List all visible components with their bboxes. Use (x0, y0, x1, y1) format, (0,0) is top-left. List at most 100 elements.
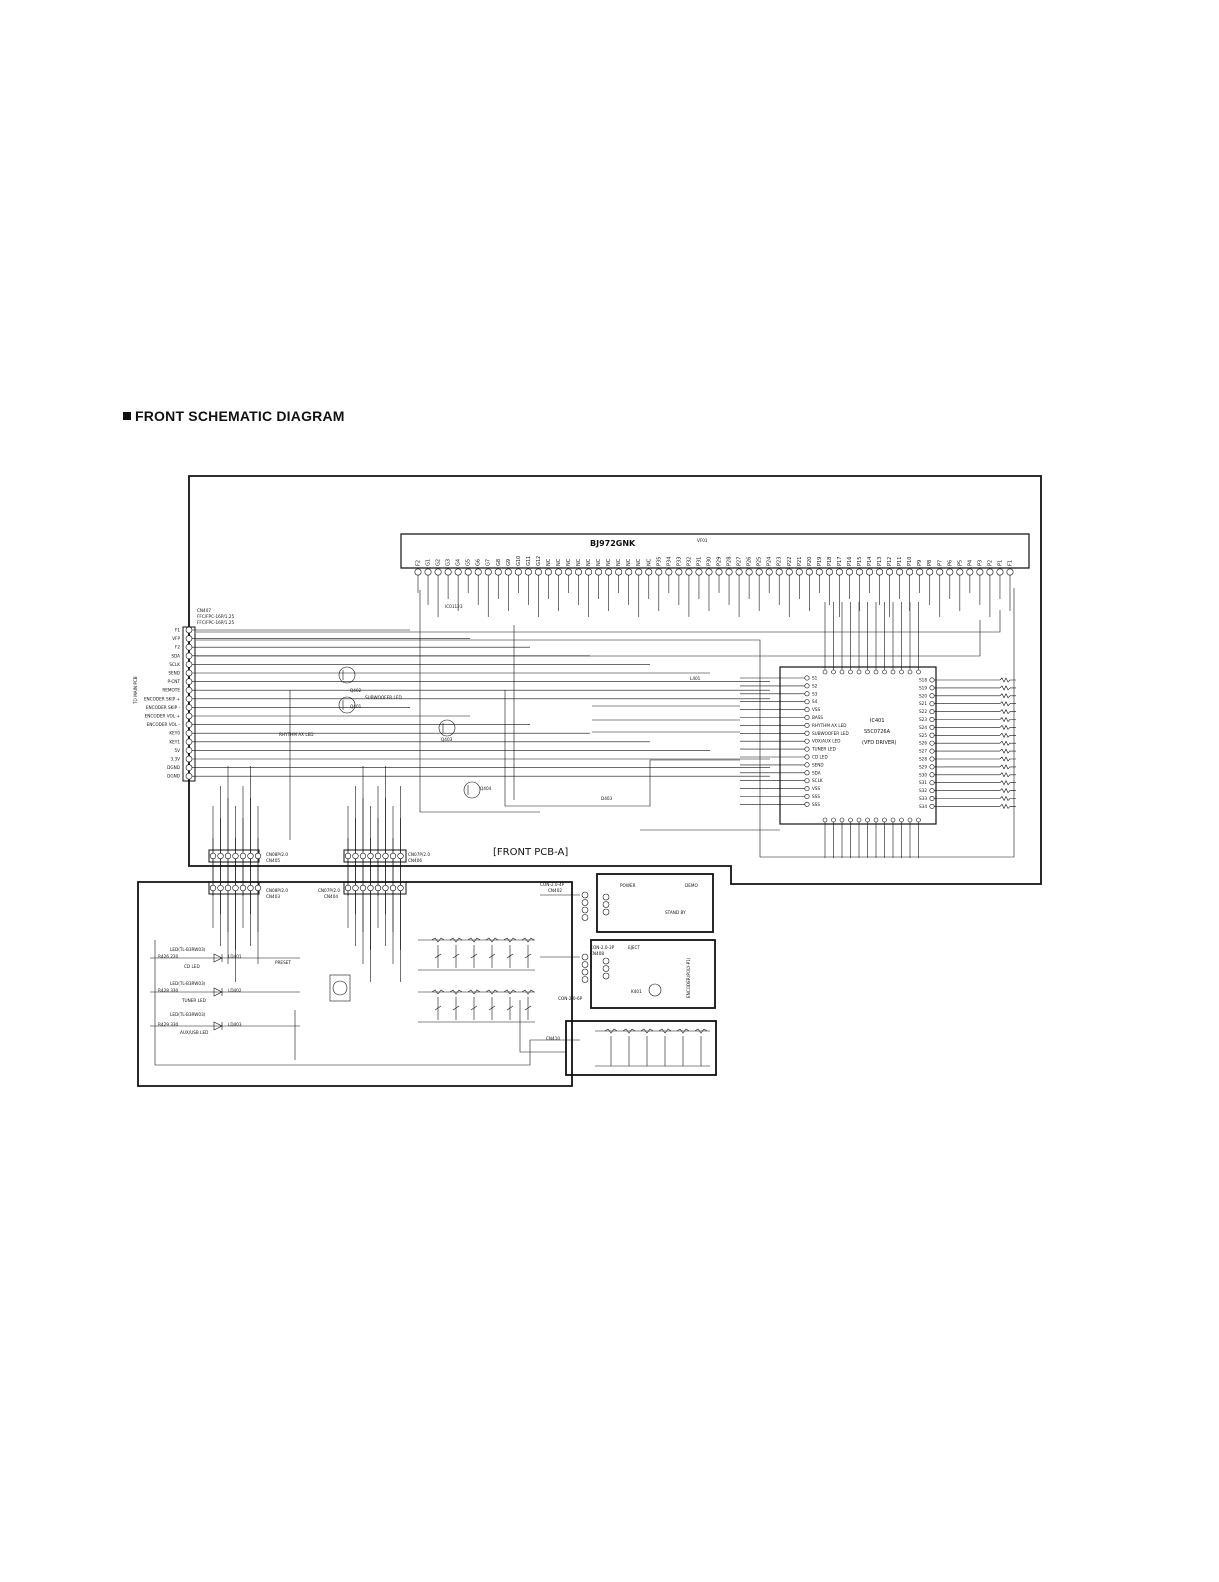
led-symbol (213, 1021, 223, 1031)
vfd-pin (866, 568, 874, 576)
cn407-pin (185, 661, 193, 668)
vfd-pin (805, 568, 813, 576)
cn410-ref: CN410 (546, 1036, 560, 1041)
vfd-pin-label: P9 (917, 560, 923, 566)
cn407-pin-label: VFP (172, 636, 180, 641)
ic-left-label: BASS (812, 715, 823, 720)
ic-top-pin (831, 669, 836, 675)
title-row: FRONT SCHEMATIC DIAGRAM (123, 408, 345, 424)
ic-left-pin (804, 801, 810, 807)
vfd-pin (585, 568, 593, 576)
key-switch-blade (524, 953, 532, 959)
cn407-pin (185, 643, 193, 651)
ic-right-resistor (999, 787, 1016, 794)
subwoofer-label: SUBWOOFER LED (365, 695, 402, 700)
header-pin (254, 884, 262, 892)
small-conn-pin (602, 893, 610, 901)
vfd-pin-label: G3 (446, 559, 452, 566)
ic-ref: IC401 (870, 718, 885, 724)
vfd-pin-label: G9 (506, 559, 512, 566)
vfd-pin (615, 568, 623, 576)
vfd-pin-label: NC (636, 558, 642, 566)
cn407-pin (185, 755, 193, 763)
header-pin (367, 852, 374, 860)
ic-left-label: VOX/AUX LED (812, 739, 840, 744)
transistor-body (463, 781, 481, 799)
cn406-block (343, 849, 407, 863)
ic-top-pin (907, 669, 913, 675)
cn405-ref: CN405 (266, 858, 280, 863)
vfd-pin-label: NC (576, 558, 582, 566)
net (154, 940, 580, 1066)
page-title: FRONT SCHEMATIC DIAGRAM (135, 408, 345, 424)
vfd-pin (876, 568, 884, 576)
led2-label: TUNER LED (181, 998, 206, 1003)
ic-top-pin (848, 669, 853, 675)
ic-bottom-pin (865, 817, 870, 823)
ic-left-label: SUBWOOFER LED (812, 731, 849, 736)
ic-right-resistor (999, 716, 1016, 723)
vfd-pin (715, 568, 723, 576)
vfd-pin (554, 568, 562, 576)
header-pin (344, 884, 352, 892)
vfd-pin (996, 568, 1004, 576)
vfd-pin (414, 568, 422, 576)
ic-right-pin (929, 740, 935, 746)
encoder-body (329, 974, 351, 1002)
ic-right-resistor (999, 780, 1016, 786)
ic-right-resistor (999, 803, 1016, 810)
cn407-spec: FFC/FPC-16P/1.25 (197, 614, 234, 619)
ic-bottom-pin (916, 817, 921, 823)
vfd-pin-label: NC (556, 558, 562, 566)
pins (185, 568, 1014, 983)
header-pin (374, 852, 382, 860)
ic-left-label: SCLK (812, 778, 823, 783)
key-switch-blade (452, 1005, 460, 1011)
vfd-pin-label: NC (546, 558, 552, 566)
ic-right-pin (929, 732, 935, 738)
led3-part: LED(TL-B3RW03) (170, 1012, 206, 1017)
ic-left-label: S2 (812, 683, 818, 688)
ic-left-pin (804, 786, 810, 792)
small-conn-pin (602, 965, 610, 972)
vfd-pin (976, 568, 984, 576)
vfd-pin-label: P20 (807, 557, 813, 566)
small-conn-pin (602, 901, 610, 908)
vfd-pin (494, 568, 502, 576)
vfd-pin-label: P22 (787, 557, 793, 566)
cn407-pin-label: SDA (171, 653, 180, 658)
header-pin (254, 852, 262, 860)
vfd-pin (484, 568, 492, 576)
key-switch-blade (434, 1005, 442, 1011)
cn407-pin-label: SEND (168, 671, 180, 676)
vfd-pin (504, 568, 512, 576)
led3-ref: LD403 (228, 1022, 242, 1027)
vfd-pin-label: P24 (767, 557, 773, 566)
vfd-pin (755, 568, 763, 576)
small-conn-pin (602, 972, 610, 980)
q401-label: Q401 (350, 704, 362, 709)
vfd-pin (775, 568, 783, 576)
ic-right-pin (929, 685, 935, 691)
vfd-pin-label: NC (566, 558, 572, 566)
board-standby (596, 873, 714, 933)
led3-res: R429 330 (158, 1022, 179, 1027)
ic-right-resistor (999, 701, 1016, 707)
ic-left-pin (804, 722, 810, 728)
vfd-pin-label: P3 (977, 560, 983, 566)
cn402-spec: CON-2.0-4P (540, 882, 565, 887)
cn407-pin (185, 704, 193, 711)
vfd-pin-label: P18 (827, 557, 833, 566)
vfd-pin (444, 568, 452, 576)
key-resistor-r (640, 1028, 654, 1034)
vfd-pin (685, 568, 693, 576)
vfd-pin-label: G12 (536, 556, 542, 566)
vfd-pin (916, 568, 924, 576)
ic-bottom-pin (907, 817, 913, 823)
vfd-pin (855, 568, 863, 576)
cn407-pin (185, 721, 193, 728)
vfd-pin (845, 568, 853, 576)
vfd-pin-label: F1 (1008, 560, 1014, 566)
ic-right-resistor (999, 748, 1016, 754)
ic-top-pin (916, 669, 921, 675)
